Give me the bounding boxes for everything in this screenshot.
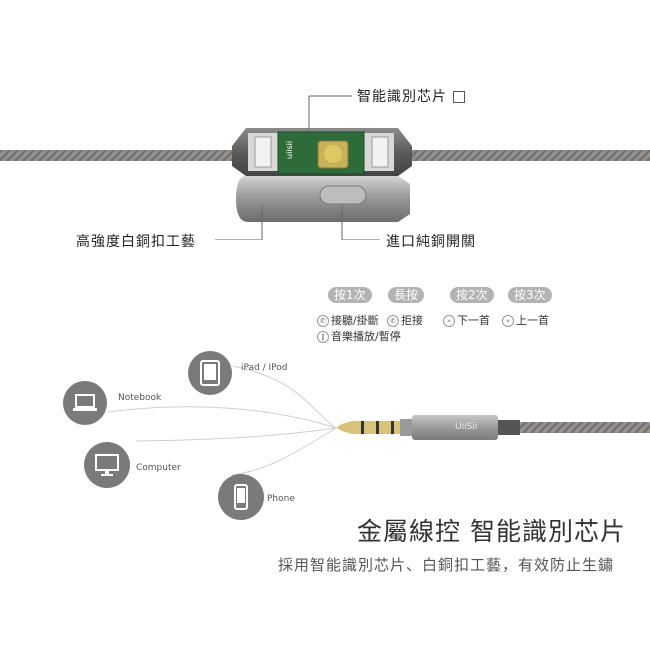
headline: 金屬線控 智能識別芯片 (357, 517, 626, 546)
chip-icon (453, 91, 466, 103)
clip-callout: 高強度白銅扣工藝 (76, 234, 196, 250)
press-twice-pill: 按2次 (450, 287, 494, 303)
subline: 採用智能識別芯片、白銅扣工藝，有效防止生鏽 (278, 556, 615, 574)
monitor-icon (95, 454, 119, 476)
clip-housing (236, 176, 410, 222)
play-pause-icon: ‖ (317, 331, 329, 343)
ipad-label: iPad / IPod (241, 363, 288, 373)
computer-circle (84, 442, 130, 488)
connection-lines (107, 365, 337, 476)
ipad-circle (188, 351, 232, 395)
pcb-board (277, 131, 365, 175)
phone-circle (218, 474, 264, 520)
phone-icon: ✆ (317, 315, 329, 327)
remote-module-illustration: uiisii (0, 95, 650, 240)
chip-callout: 智能識別芯片 (357, 86, 466, 106)
compat-illustration (107, 365, 650, 476)
func-play-pause: ‖音樂播放/暫停 (317, 328, 401, 344)
switch-callout: 進口純銅開關 (386, 234, 476, 250)
jack-pin (336, 419, 412, 436)
press-once-pill: 按1次 (328, 287, 372, 303)
pcb-brand: uiisii (285, 141, 294, 159)
next-track-icon: » (443, 315, 455, 327)
plug-brand: UiiSii (455, 422, 478, 432)
long-press-pill: 長按 (388, 287, 425, 303)
strain-relief (496, 420, 520, 435)
tablet-icon (200, 360, 220, 386)
notebook-circle (63, 381, 107, 425)
plug-cable (518, 422, 650, 433)
func-next: »下一首 (443, 312, 490, 328)
func-answer: ✆接聽/掛斷 (317, 312, 379, 328)
func-prev: «上一首 (502, 312, 549, 328)
prev-track-icon: « (502, 315, 514, 327)
phone-reject-icon: ✆ (387, 315, 399, 327)
phone-icon (234, 484, 248, 510)
computer-label: Computer (136, 463, 181, 473)
laptop-icon (73, 394, 97, 411)
func-reject: ✆拒接 (387, 312, 423, 328)
press-thrice-pill: 按3次 (508, 287, 552, 303)
notebook-label: Notebook (118, 393, 162, 403)
plug-body (412, 415, 498, 440)
phone-label: Phone (267, 494, 295, 504)
switch-button (319, 185, 367, 205)
